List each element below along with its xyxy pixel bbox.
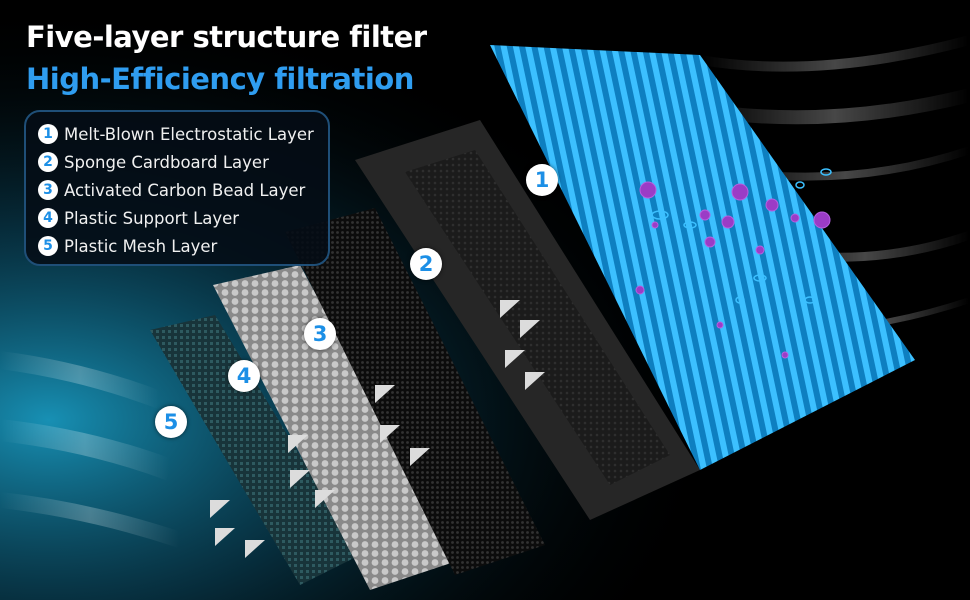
legend-label: Activated Carbon Bead Layer [64,180,306,200]
pollutant-particles [635,181,831,359]
number-badge-icon: 5 [38,236,58,256]
legend-item-5: 5 Plastic Mesh Layer [38,232,328,260]
layer-5-plastic-mesh [150,315,360,585]
airflow-arrows [210,300,545,558]
layer-legend: 1 Melt-Blown Electrostatic Layer 2 Spong… [24,110,330,266]
page-subtitle: High-Efficiency filtration [26,62,414,96]
legend-label: Plastic Mesh Layer [64,236,218,256]
legend-item-3: 3 Activated Carbon Bead Layer [38,176,328,204]
number-badge-icon: 4 [38,208,58,228]
layer-1-melt-blown [490,45,915,470]
dust-bubbles [651,168,832,304]
callout-layer-5: 5 [155,406,187,438]
clean-air-streaks [0,351,183,548]
layer-4-plastic-support [213,265,460,590]
callout-layer-3: 3 [304,318,336,350]
legend-label: Plastic Support Layer [64,208,240,228]
legend-item-1: 1 Melt-Blown Electrostatic Layer [38,120,328,148]
number-badge-icon: 3 [38,180,58,200]
number-badge-icon: 2 [38,152,58,172]
layer-2-inner-mesh [405,150,670,485]
layer-3-activated-carbon [285,208,545,575]
callout-layer-2: 2 [410,248,442,280]
page-title: Five-layer structure filter [26,20,427,54]
legend-item-2: 2 Sponge Cardboard Layer [38,148,328,176]
number-badge-icon: 1 [38,124,58,144]
legend-item-4: 4 Plastic Support Layer [38,204,328,232]
legend-label: Melt-Blown Electrostatic Layer [64,124,314,144]
callout-layer-4: 4 [228,360,260,392]
legend-label: Sponge Cardboard Layer [64,152,269,172]
callout-layer-1: 1 [526,164,558,196]
